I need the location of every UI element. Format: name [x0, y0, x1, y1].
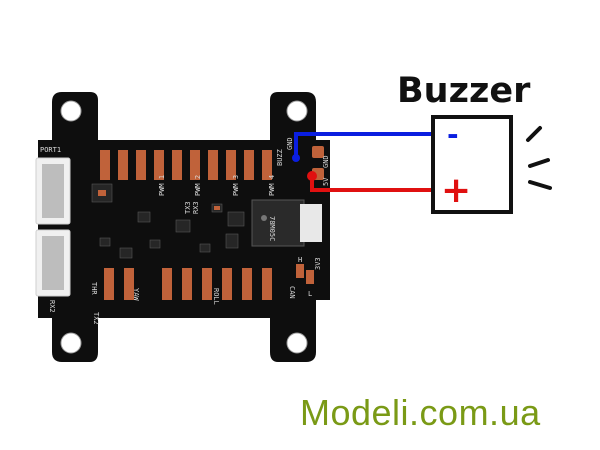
top-pad-row [100, 150, 272, 180]
buzzer: Buzzer - + [397, 71, 552, 214]
label-thr: THR [90, 282, 98, 295]
minus-sign: - [447, 118, 459, 151]
buzzer-box [431, 115, 513, 214]
label-port1: PORT1 [40, 146, 61, 154]
positive-wire-joint [307, 171, 317, 181]
label-pwm4: PWM 4 [268, 175, 276, 196]
label-yaw: YAW [132, 288, 140, 301]
label-pwm1: PWM 1 [158, 175, 166, 196]
mounting-holes [60, 100, 308, 354]
label-h: H [298, 256, 302, 264]
label-3v3: 3V3 [314, 257, 322, 270]
label-l: L [308, 290, 312, 298]
silkscreen-labels: PORT1 BUZZ GND 5V GND PWM 4 PWM 3 PWM 2 … [40, 137, 330, 324]
label-tx2: TX2 [92, 312, 100, 325]
positive-wire [310, 176, 438, 192]
sound-lines-icon [526, 126, 552, 190]
voltage-regulator-chip: 78M05C [251, 199, 322, 247]
buzzer-label: Buzzer [397, 71, 531, 111]
label-gnd-top: GND [286, 137, 294, 150]
wires [292, 132, 438, 192]
port-connectors [35, 157, 71, 297]
negative-wire [294, 132, 438, 158]
label-pwm2: PWM 2 [194, 175, 202, 196]
chip-label: 78M05C [268, 216, 276, 241]
label-gnd-right: GND [322, 155, 330, 168]
label-5v: 5V [322, 177, 330, 186]
bottom-pad-row [104, 264, 314, 300]
label-rx3: RX3 [192, 201, 200, 214]
plus-sign: + [441, 170, 471, 211]
label-buzz: BUZZ [276, 149, 284, 166]
watermark: Modeli.com.ua [300, 392, 541, 433]
label-roll: ROLL [212, 288, 220, 305]
flight-controller-board: 78M05C PORT1 BUZZ GND 5V GND PWM 4 [35, 92, 330, 362]
label-pwm3: PWM 3 [232, 175, 240, 196]
label-can: CAN [288, 286, 296, 299]
label-tx3: TX3 [184, 201, 192, 214]
label-rx2: RX2 [48, 300, 56, 313]
negative-wire-joint [292, 154, 300, 162]
